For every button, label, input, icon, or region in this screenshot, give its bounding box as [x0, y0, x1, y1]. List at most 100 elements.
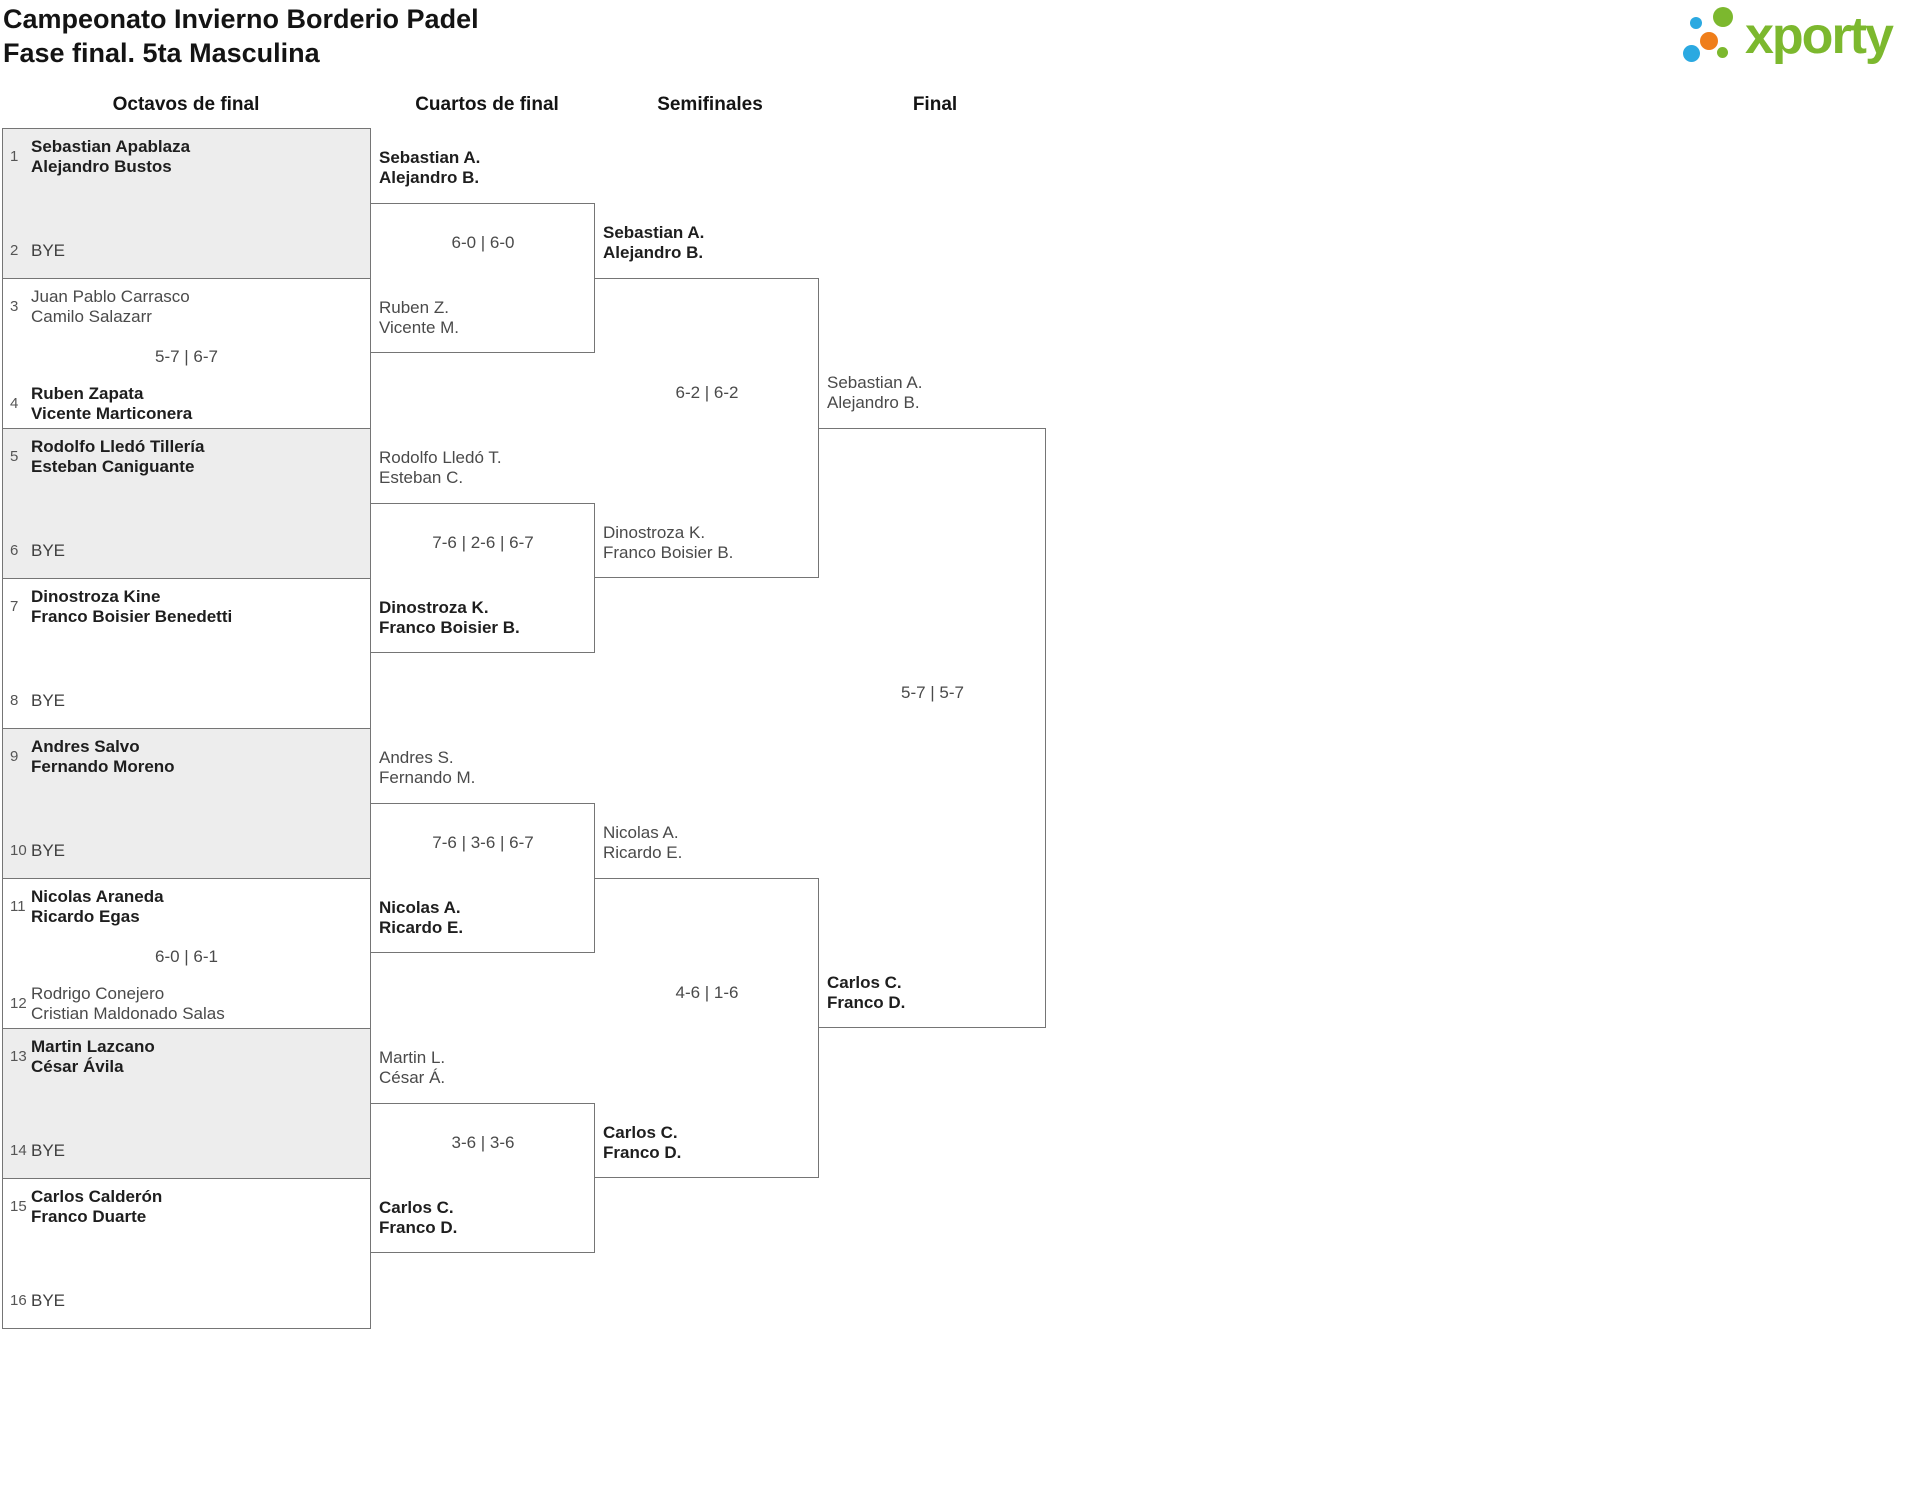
team-name-line: Martin L.: [379, 1048, 446, 1067]
team-name-line: Sebastian A.: [379, 148, 481, 167]
team-name-line: Rodolfo Lledó T.: [379, 448, 502, 467]
match-box-final: [819, 428, 1046, 1028]
team-name-line: Camilo Salazarr: [31, 307, 152, 326]
team-name-line: Ricardo Egas: [31, 907, 140, 926]
tournament-name: Campeonato Invierno Borderio Padel: [3, 4, 479, 34]
team-name-line: Sebastian A.: [603, 223, 705, 242]
seed-number: 14: [10, 1142, 27, 1159]
match-box-cuartos: [371, 803, 595, 953]
seed-number: 2: [10, 242, 19, 259]
team-name-line: Franco D.: [827, 993, 906, 1012]
seed-number: 10: [10, 842, 27, 859]
team-name[interactable]: Rodolfo Lledó T.Esteban C.: [379, 448, 502, 488]
team-name[interactable]: Andres S.Fernando M.: [379, 748, 475, 788]
logo-dot-blue-small: [1690, 17, 1702, 29]
team-name[interactable]: Sebastian A.Alejandro B.: [379, 148, 480, 188]
team-name-line: Dinostroza Kine: [31, 587, 161, 606]
seed-number: 1: [10, 148, 19, 165]
team-name[interactable]: Carlos C.Franco D.: [603, 1123, 681, 1163]
team-name[interactable]: Ruben Z.Vicente M.: [379, 298, 459, 338]
bye-label: BYE: [31, 841, 66, 860]
team-name[interactable]: Nicolas A.Ricardo E.: [603, 823, 682, 863]
team-name-line: Nicolas A.: [603, 823, 679, 842]
team-name-line: Carlos C.: [827, 973, 902, 992]
bye-label: BYE: [31, 241, 66, 260]
team-name-line: Juan Pablo Carrasco: [31, 287, 190, 306]
team-name-line: Fernando Moreno: [31, 757, 175, 776]
match-score: 7-6 | 3-6 | 6-7: [432, 833, 534, 852]
team-name[interactable]: Carlos C.Franco D.: [827, 973, 905, 1013]
team-name-line: Vicente Marticonera: [31, 404, 193, 423]
team-name-line: Franco Boisier Benedetti: [31, 607, 233, 626]
bye-label: BYE: [31, 541, 66, 560]
match-score: 7-6 | 2-6 | 6-7: [432, 533, 534, 552]
seed-number: 11: [10, 898, 26, 915]
round-header-final: Final: [912, 94, 958, 115]
match-score: 5-7 | 5-7: [900, 683, 964, 702]
team-name[interactable]: Nicolas A.Ricardo E.: [379, 898, 463, 938]
match-box-cuartos: [371, 203, 595, 353]
team-name-line: Andres Salvo: [31, 737, 140, 756]
seed-number: 5: [10, 448, 19, 465]
team-name-line: Franco Boisier B.: [379, 618, 520, 637]
team-name[interactable]: Dinostroza K.Franco Boisier B.: [603, 523, 733, 563]
team-name[interactable]: Dinostroza K.Franco Boisier B.: [379, 598, 520, 638]
team-name-line: Rodolfo Lledó Tillería: [31, 437, 205, 456]
match-score: 6-0 | 6-1: [154, 947, 218, 966]
team-name-line: Dinostroza K.: [603, 523, 706, 542]
team-name-line: Franco Boisier B.: [603, 543, 734, 562]
seed-number: 12: [10, 995, 27, 1012]
match-box-cuartos: [371, 503, 595, 653]
team-name-line: Ruben Z.: [379, 298, 449, 317]
team-name-line: Alejandro B.: [827, 393, 920, 412]
seed-number: 16: [10, 1292, 27, 1309]
team-name-line: Vicente M.: [379, 318, 460, 337]
team-name-line: Esteban C.: [379, 468, 464, 487]
team-name-line: Franco Duarte: [31, 1207, 147, 1226]
team-name[interactable]: Carlos C.Franco D.: [379, 1198, 457, 1238]
team-name-line: Martin Lazcano: [31, 1037, 155, 1056]
team-name-line: Nicolas Araneda: [31, 887, 164, 906]
team-name-line: Fernando M.: [379, 768, 476, 787]
team-name-line: Cristian Maldonado Salas: [31, 1004, 225, 1023]
team-name[interactable]: Sebastian A.Alejandro B.: [603, 223, 704, 263]
match-score: 6-0 | 6-0: [451, 233, 515, 252]
logo-dot-blue-medium: [1683, 45, 1700, 62]
seed-number: 4: [10, 395, 19, 412]
team-name[interactable]: Martin L.César Á.: [379, 1048, 445, 1088]
xporty-logo[interactable]: xporty: [1683, 0, 1920, 80]
team-name[interactable]: Sebastian A.Alejandro B.: [827, 373, 922, 413]
match-score: 6-2 | 6-2: [675, 383, 739, 402]
team-name-line: César Ávila: [31, 1057, 124, 1076]
